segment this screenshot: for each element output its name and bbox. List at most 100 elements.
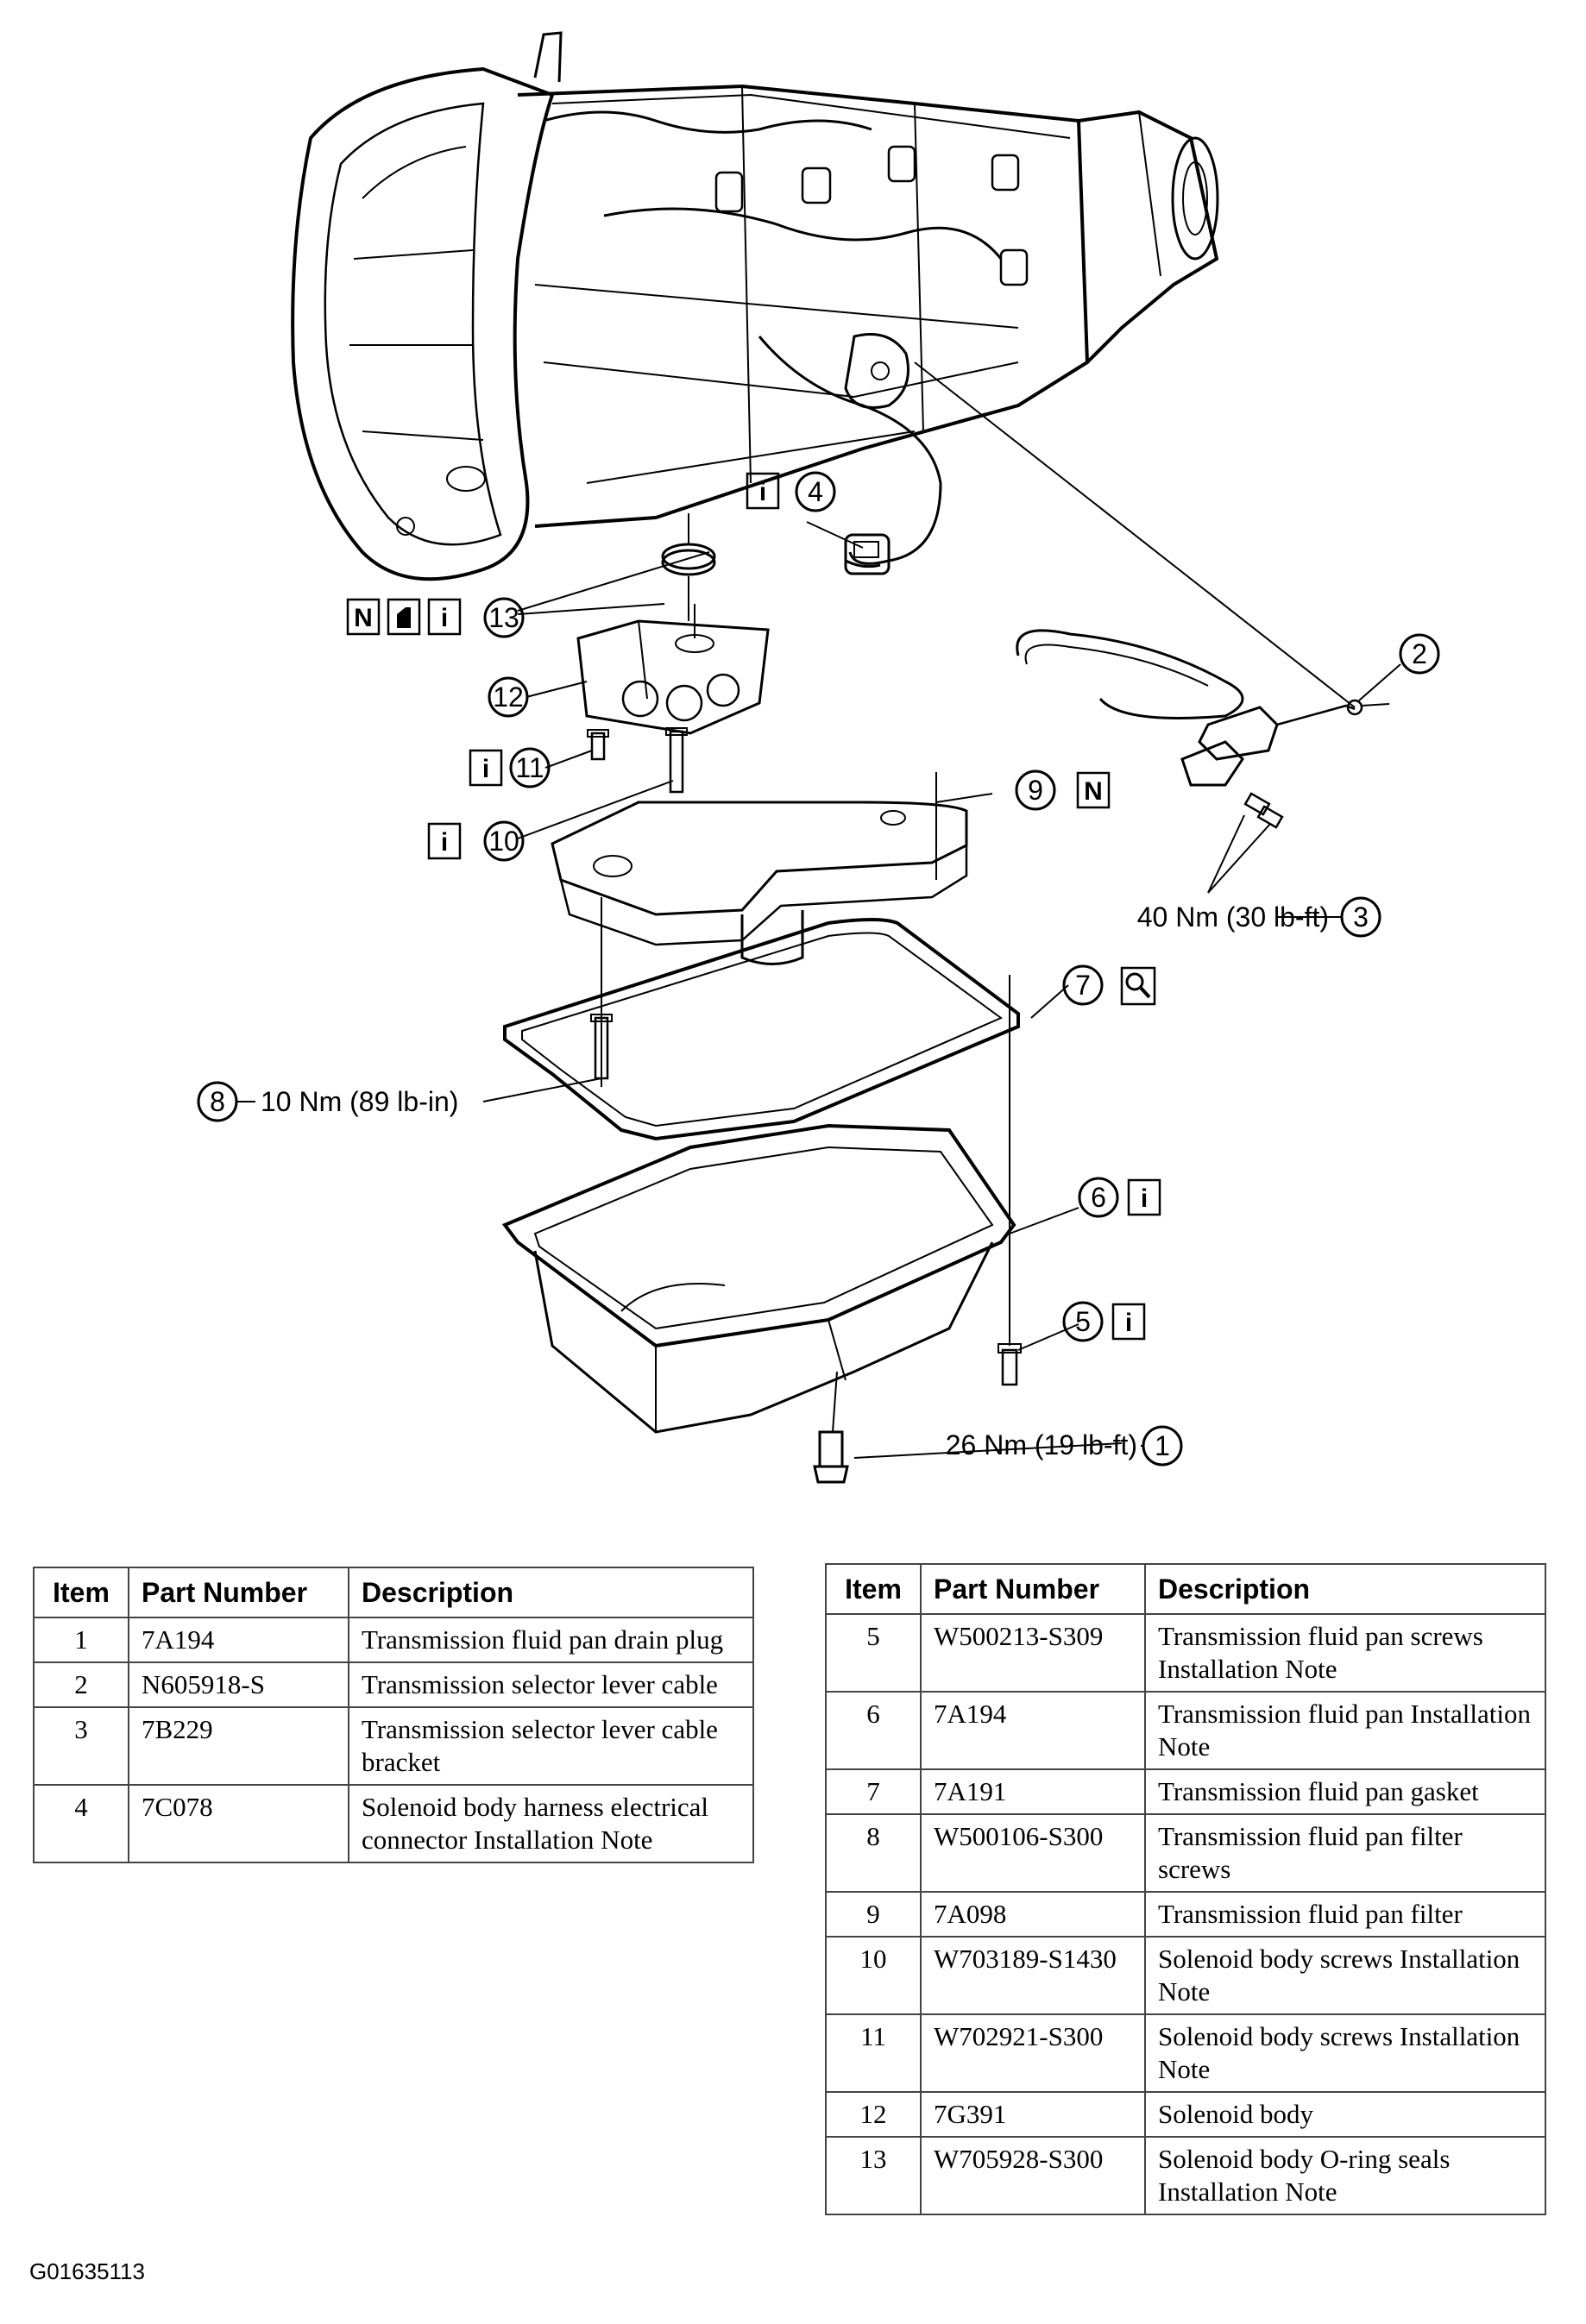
table-row: 3 7B229 Transmission selector lever cabl… <box>33 1706 754 1786</box>
info-icon: i <box>427 598 462 636</box>
svg-text:3: 3 <box>1353 901 1369 933</box>
item-number: 7 <box>825 1768 922 1815</box>
callout-11: 11 <box>509 747 551 788</box>
item-number: 9 <box>825 1891 922 1938</box>
parts-table-right: Item Part Number Description 5 W500213-S… <box>825 1563 1546 2215</box>
item-number: 11 <box>825 2013 922 2093</box>
svg-text:8: 8 <box>210 1086 225 1117</box>
lubricate-icon <box>387 598 421 636</box>
svg-text:12: 12 <box>493 681 524 713</box>
part-description: Solenoid body O-ring seals Installation … <box>1144 2136 1546 2215</box>
table-row: 1 7A194 Transmission fluid pan drain plu… <box>33 1617 754 1663</box>
part-number: 7C078 <box>128 1784 349 1863</box>
part-number: W500213-S309 <box>920 1613 1146 1693</box>
svg-text:5: 5 <box>1075 1306 1091 1337</box>
table-row: 5 W500213-S309 Transmission fluid pan sc… <box>825 1613 1546 1693</box>
svg-text:1: 1 <box>1155 1430 1170 1461</box>
callout-5: 5 <box>1062 1301 1104 1342</box>
solenoid-body-part <box>576 604 770 735</box>
svg-text:i: i <box>759 478 766 506</box>
item-number: 12 <box>825 2091 922 2138</box>
new-part-icon: N <box>1076 771 1111 809</box>
callout-4: 4 <box>795 471 836 512</box>
torque-label-item-3: 40 Nm (30 lb-ft) <box>1137 901 1329 933</box>
column-header-description: Description <box>348 1567 754 1618</box>
item-number: 13 <box>825 2136 922 2215</box>
exploded-view-diagram: 13 12 11 10 4 2 9 3 7 8 6 5 <box>197 31 1440 1484</box>
callout-12: 12 <box>488 676 529 718</box>
svg-text:i: i <box>441 604 448 632</box>
item-number: 1 <box>33 1617 129 1663</box>
svg-text:7: 7 <box>1075 970 1091 1001</box>
svg-text:i: i <box>1125 1309 1132 1337</box>
table-row: 4 7C078 Solenoid body harness electrical… <box>33 1784 754 1863</box>
inspect-magnifier-icon <box>1120 966 1156 1006</box>
column-header-part-number: Part Number <box>128 1567 349 1618</box>
callout-8: 8 <box>197 1081 238 1122</box>
part-number: 7A194 <box>920 1691 1146 1770</box>
item-number: 3 <box>33 1706 129 1786</box>
table-row: 13 W705928-S300 Solenoid body O-ring sea… <box>825 2136 1546 2215</box>
callout-2: 2 <box>1399 633 1440 675</box>
callout-3: 3 <box>1340 896 1381 938</box>
parts-table-left: Item Part Number Description 1 7A194 Tra… <box>33 1567 754 1863</box>
figure-id: G01635113 <box>29 2258 145 2284</box>
table-row: 11 W702921-S300 Solenoid body screws Ins… <box>825 2013 1546 2093</box>
part-description: Solenoid body screws Installation Note <box>1144 2013 1546 2093</box>
svg-text:2: 2 <box>1412 638 1427 669</box>
item-number: 2 <box>33 1661 129 1708</box>
callout-7: 7 <box>1062 964 1104 1006</box>
fluid-pan-part <box>501 1123 1016 1434</box>
part-number: W500106-S300 <box>920 1813 1146 1893</box>
info-icon: i <box>469 749 503 787</box>
part-description: Transmission selector lever cable <box>348 1661 754 1708</box>
solenoid-body-screws-part <box>587 727 688 794</box>
part-description: Transmission fluid pan screws Installati… <box>1144 1613 1546 1693</box>
svg-text:i: i <box>1141 1184 1148 1213</box>
callout-9: 9 <box>1015 769 1056 811</box>
item-number: 6 <box>825 1691 922 1770</box>
part-description: Solenoid body <box>1144 2091 1546 2138</box>
svg-text:13: 13 <box>488 602 519 633</box>
part-number: W705928-S300 <box>920 2136 1146 2215</box>
table-row: 7 7A191 Transmission fluid pan gasket <box>825 1768 1546 1815</box>
torque-label-item-8: 10 Nm (89 lb-in) <box>261 1086 458 1117</box>
item-number: 5 <box>825 1613 922 1693</box>
svg-text:N: N <box>354 604 373 632</box>
part-description: Transmission fluid pan gasket <box>1144 1768 1546 1815</box>
callout-6: 6 <box>1078 1177 1119 1218</box>
torque-label-item-1: 26 Nm (19 lb-ft) <box>946 1429 1137 1460</box>
svg-text:10: 10 <box>488 826 519 857</box>
part-description: Transmission selector lever cable bracke… <box>348 1706 754 1786</box>
table-row: 6 7A194 Transmission fluid pan Installat… <box>825 1691 1546 1770</box>
pan-screw-part <box>998 975 1022 1386</box>
item-number: 4 <box>33 1784 129 1863</box>
column-header-item: Item <box>825 1563 922 1615</box>
part-number: N605918-S <box>128 1661 349 1708</box>
part-description: Transmission fluid pan Installation Note <box>1144 1691 1546 1770</box>
new-part-icon: N <box>346 598 381 636</box>
fluid-pan-gasket-part <box>503 897 1020 1141</box>
info-icon: i <box>746 472 780 510</box>
part-number: W702921-S300 <box>920 2013 1146 2093</box>
part-number: 7B229 <box>128 1706 349 1786</box>
o-ring-seal-part <box>661 513 716 621</box>
solenoid-harness-connector-part <box>844 533 891 575</box>
info-icon: i <box>1127 1178 1161 1216</box>
drain-plug-part <box>813 1371 849 1484</box>
column-header-item: Item <box>33 1567 129 1618</box>
part-number: W703189-S1430 <box>920 1936 1146 2015</box>
selector-cable-part <box>1016 629 1390 761</box>
table-header-row: Item Part Number Description <box>33 1567 754 1618</box>
fluid-pan-filter-part <box>551 772 968 965</box>
table-row: 12 7G391 Solenoid body <box>825 2091 1546 2138</box>
part-number: 7A194 <box>128 1617 349 1663</box>
part-description: Transmission fluid pan filter screws <box>1144 1813 1546 1893</box>
table-row: 2 N605918-S Transmission selector lever … <box>33 1661 754 1708</box>
part-number: 7A098 <box>920 1891 1146 1938</box>
svg-text:i: i <box>441 828 448 857</box>
svg-text:i: i <box>482 755 489 783</box>
selector-cable-bracket-part <box>1180 740 1284 829</box>
callout-13: 13 <box>483 597 525 638</box>
part-description: Solenoid body harness electrical connect… <box>348 1784 754 1863</box>
